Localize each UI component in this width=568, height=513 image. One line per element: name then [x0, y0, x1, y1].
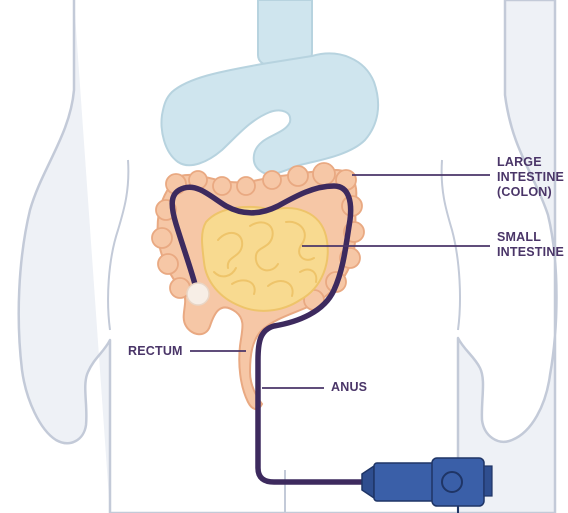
- colonoscope-handle: [362, 458, 492, 513]
- label-rectum: RECTUM: [128, 344, 183, 359]
- label-large-intestine: LARGE INTESTINE (COLON): [497, 155, 561, 200]
- right-arm-line: [442, 160, 460, 330]
- left-arm-line: [108, 160, 128, 330]
- label-small-intestine: SMALL INTESTINE: [497, 230, 561, 260]
- esophagus: [258, 0, 312, 66]
- label-anus: ANUS: [331, 380, 367, 395]
- stomach: [162, 54, 379, 175]
- colonoscope-tip: [187, 283, 209, 305]
